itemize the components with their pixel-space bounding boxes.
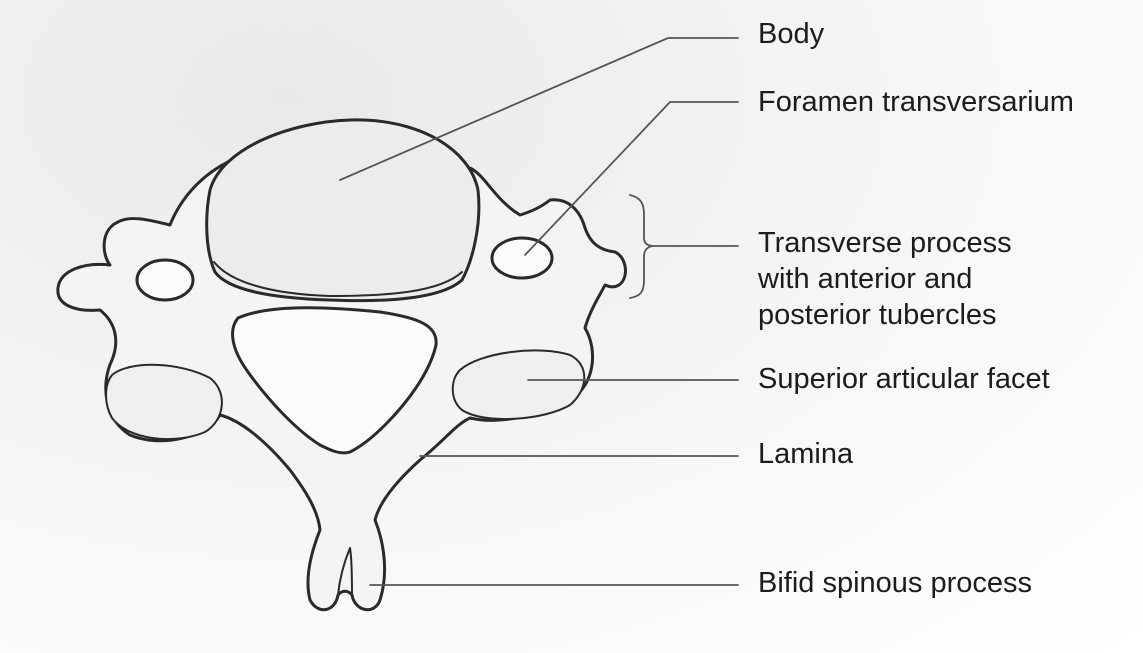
label-superior-articular-facet: Superior articular facet <box>758 361 1050 397</box>
left-superior-articular-facet <box>106 365 222 439</box>
transverse-process-bracket <box>630 195 738 298</box>
label-bifid-spinous-process: Bifid spinous process <box>758 565 1032 601</box>
label-lamina: Lamina <box>758 436 853 472</box>
label-transverse-process-line3: posterior tubercles <box>758 297 1012 333</box>
label-transverse-process-line2: with anterior and <box>758 261 1012 297</box>
label-body: Body <box>758 16 824 52</box>
label-foramen-transversarium: Foramen transversarium <box>758 84 1074 120</box>
vertebral-body <box>207 120 479 301</box>
label-transverse-process: Transverse process with anterior and pos… <box>758 225 1012 333</box>
right-foramen-transversarium <box>492 238 552 278</box>
label-transverse-process-line1: Transverse process <box>758 225 1012 261</box>
left-foramen-transversarium <box>137 260 193 300</box>
